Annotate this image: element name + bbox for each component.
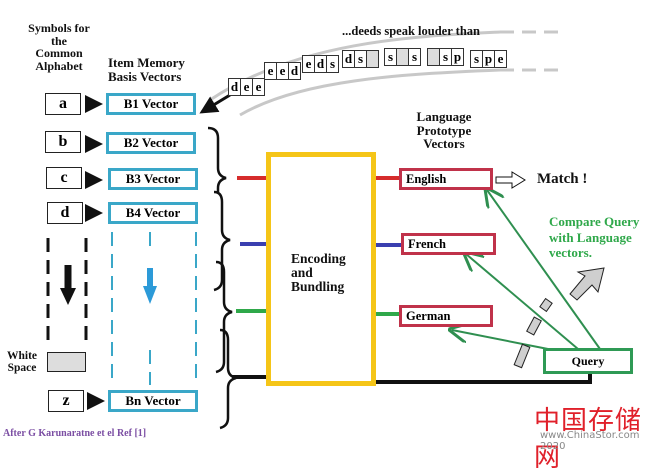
credit-text: After G Karunaratne et el Ref [1] bbox=[3, 428, 147, 439]
ngram-char bbox=[428, 49, 440, 65]
ngram-to-b1-arrow bbox=[199, 93, 231, 114]
watermark-url: www.ChinaStor.com 2020 bbox=[540, 430, 640, 452]
ngram-char bbox=[397, 49, 409, 65]
match-label: Match ! bbox=[537, 171, 588, 187]
language-prototype-header: Language Prototype Vectors bbox=[416, 109, 472, 152]
diagram-lines bbox=[46, 30, 605, 430]
symbol-d: d bbox=[47, 202, 83, 224]
ngram-char: s bbox=[440, 49, 452, 65]
ngram-char: e bbox=[497, 51, 504, 66]
compare-label: Compare Query with Language vectors. bbox=[549, 214, 640, 261]
gray-dashed-arrow bbox=[513, 267, 605, 369]
ngram-char: s bbox=[385, 49, 397, 65]
ngram-char: s bbox=[355, 51, 367, 67]
query-feed-line bbox=[376, 374, 592, 384]
item-memory-header: Item Memory Basis Vectors bbox=[108, 55, 185, 84]
ngram-char bbox=[367, 51, 378, 67]
compare-lines bbox=[452, 190, 601, 350]
vector-b4: B4 Vector bbox=[108, 202, 198, 224]
ngram-char: p bbox=[483, 51, 495, 67]
ngram-char: e bbox=[277, 63, 289, 79]
white-space-label: White Space bbox=[6, 350, 38, 375]
symbol-z: z bbox=[48, 390, 84, 412]
ngram-char: d bbox=[315, 56, 327, 72]
ngram-char: e bbox=[265, 63, 277, 79]
symbols-header: Symbols for the Common Alphabet bbox=[28, 21, 90, 73]
vector-b3: B3 Vector bbox=[108, 168, 198, 190]
symbol-c: c bbox=[46, 167, 82, 189]
ngram-char: e bbox=[255, 79, 262, 94]
query-box: Query bbox=[543, 348, 633, 374]
encoder-label: Encoding and Bundling bbox=[291, 251, 346, 295]
white-space-box bbox=[47, 352, 86, 372]
ngram-char: p bbox=[453, 49, 462, 64]
symbol-b: b bbox=[45, 131, 81, 153]
vector-b2: B2 Vector bbox=[106, 132, 196, 154]
symbol-arrows bbox=[85, 95, 105, 410]
language-english: English bbox=[399, 168, 493, 190]
ngram-chunk: s s bbox=[384, 48, 421, 66]
ngram-char: s bbox=[329, 56, 336, 71]
symbol-a: a bbox=[45, 93, 81, 115]
symbol-continuation bbox=[46, 238, 88, 345]
language-french: French bbox=[401, 233, 496, 255]
vector-b1: B1 Vector bbox=[106, 93, 196, 115]
language-german: German bbox=[399, 305, 493, 327]
ngram-char: e bbox=[303, 56, 315, 72]
ngram-braces bbox=[207, 126, 237, 430]
ngram-char: s bbox=[471, 51, 483, 67]
ngram-char: d bbox=[343, 51, 355, 67]
vector-bn: Bn Vector bbox=[108, 390, 198, 412]
stream-arrow-bottom bbox=[239, 68, 501, 117]
ngram-char: d bbox=[229, 79, 241, 95]
text-stream-phrase: ...deeds speak louder than bbox=[342, 24, 480, 38]
match-arrow-icon bbox=[495, 171, 526, 189]
encoding-bundling-box: Encoding and Bundling bbox=[266, 152, 376, 386]
ngram-char: d bbox=[290, 63, 299, 78]
ngram-char: e bbox=[241, 79, 253, 95]
ngram-char: s bbox=[411, 49, 418, 64]
